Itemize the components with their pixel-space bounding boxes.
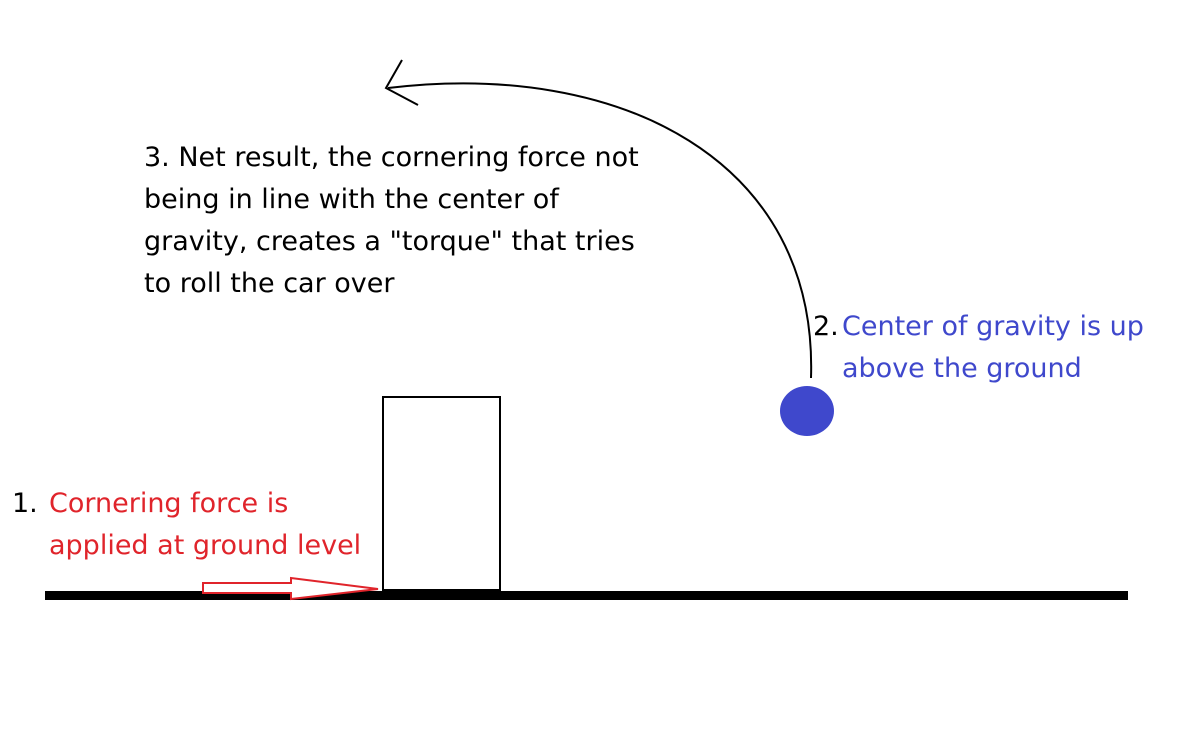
torque-arrowhead bbox=[384, 59, 419, 106]
torque-explanation-line: being in line with the center of bbox=[144, 184, 559, 215]
torque-explanation-line: gravity, creates a "torque" that tries bbox=[144, 226, 635, 257]
force-label-number: 1. bbox=[12, 488, 38, 519]
torque-curved-arrow-icon bbox=[387, 82, 813, 379]
torque-explanation-line: to roll the car over bbox=[144, 268, 395, 299]
torque-explanation-line: 3. Net result, the cornering force not bbox=[144, 142, 639, 173]
cog-label: Center of gravity is up above the ground bbox=[842, 306, 1144, 390]
force-arrow-icon bbox=[202, 576, 379, 601]
force-label-line: applied at ground level bbox=[49, 530, 362, 561]
force-label: Cornering force is applied at ground lev… bbox=[49, 483, 361, 567]
cog-label-line: above the ground bbox=[842, 353, 1082, 384]
ground-line bbox=[45, 591, 1128, 600]
torque-explanation: 3. Net result, the cornering force not b… bbox=[144, 137, 639, 305]
cog-label-line: Center of gravity is up bbox=[842, 311, 1144, 342]
force-label-line: Cornering force is bbox=[49, 488, 289, 519]
car-rectangle bbox=[382, 396, 501, 591]
cog-label-number: 2. bbox=[813, 311, 839, 342]
center-of-gravity-dot bbox=[780, 386, 834, 436]
